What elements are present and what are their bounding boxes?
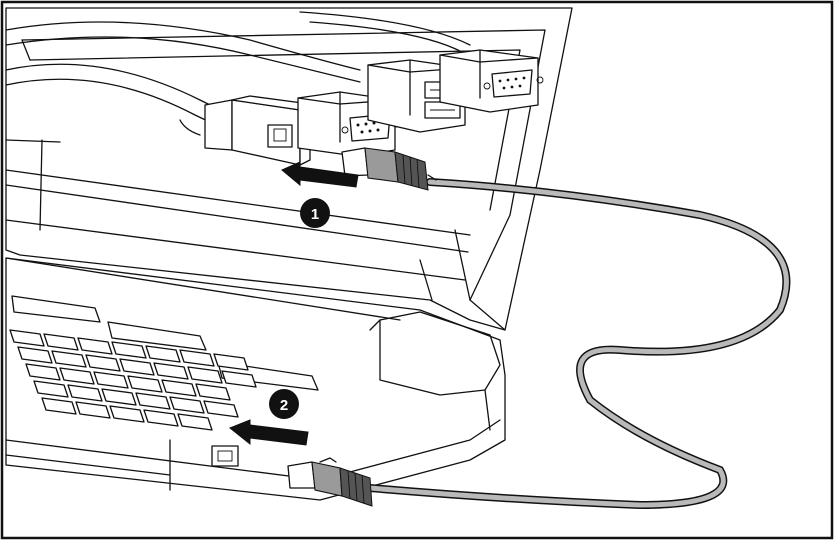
keyboard-key <box>67 384 103 402</box>
keyboard-key <box>169 396 205 414</box>
video-port-connector <box>439 49 544 113</box>
keyboard-key <box>77 337 113 355</box>
keyboard-key <box>143 409 179 427</box>
keyboard-key <box>161 379 197 397</box>
keyboard-key <box>93 371 129 389</box>
callout-step-1: 1 <box>300 198 330 228</box>
callout-step-2: 2 <box>269 389 299 419</box>
keyboard-key <box>25 363 61 381</box>
keyboard-key <box>17 346 53 364</box>
callout-label: 1 <box>311 206 319 223</box>
keyboard-key <box>119 358 155 376</box>
keyboard-key <box>51 350 87 368</box>
keyboard-key <box>179 349 215 367</box>
callout-label: 2 <box>280 397 288 414</box>
keyboard-key <box>9 329 45 347</box>
keyboard-key <box>59 367 95 385</box>
keyboard-key <box>41 397 77 415</box>
keyboard <box>9 329 257 431</box>
keyboard-key <box>177 413 213 431</box>
keyboard-key <box>111 341 147 359</box>
arrow-left-icon <box>229 419 309 446</box>
keyboard-key <box>195 383 231 401</box>
laptop-network-jack <box>211 445 239 467</box>
keyboard-key <box>213 353 249 371</box>
keyboard-key <box>187 366 223 384</box>
keyboard-key <box>203 400 239 418</box>
keyboard-key <box>109 405 145 423</box>
keyboard-key <box>75 401 111 419</box>
rj45-plug-lower <box>287 457 373 507</box>
rj45-plug-upper <box>341 147 437 191</box>
keyboard-key <box>135 392 171 410</box>
keyboard-key <box>127 375 163 393</box>
keyboard-key <box>221 370 257 388</box>
keyboard-key <box>101 388 137 406</box>
keyboard-key <box>153 362 189 380</box>
keyboard-key <box>145 345 181 363</box>
network-cable <box>366 178 791 510</box>
keyboard-key <box>85 354 121 372</box>
keyboard-key <box>43 333 79 351</box>
keyboard-key <box>33 380 69 398</box>
arrow-left-icon <box>281 161 359 188</box>
